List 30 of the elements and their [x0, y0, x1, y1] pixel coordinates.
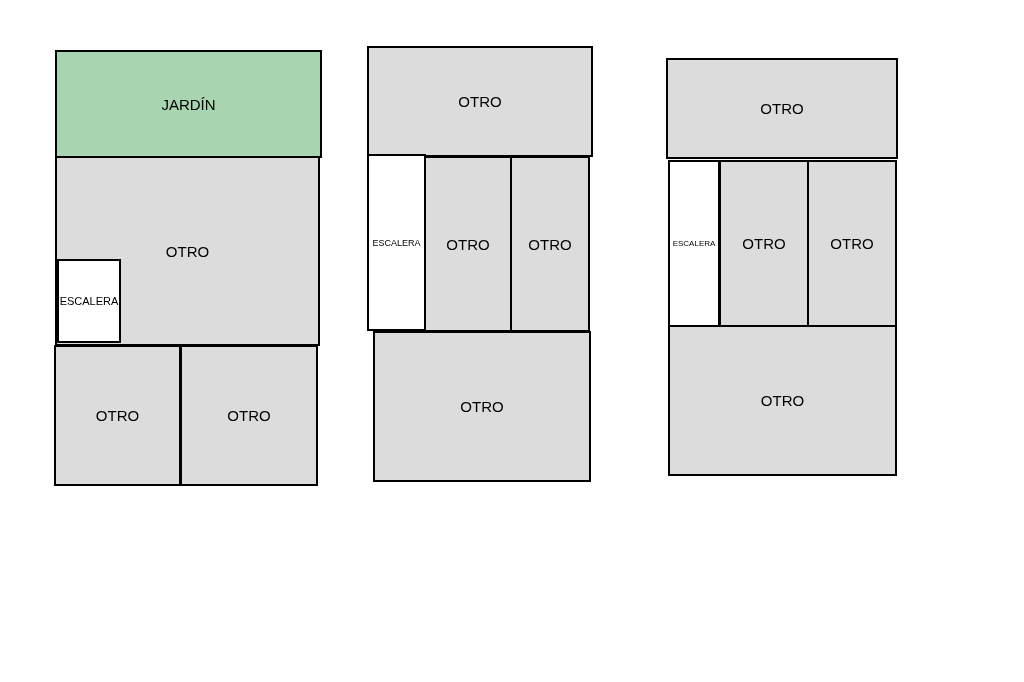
room-label: OTRO — [460, 398, 504, 415]
room-label: OTRO — [458, 93, 502, 110]
room — [668, 325, 897, 476]
room-label: OTRO — [528, 235, 572, 253]
room-label: ESCALERA — [372, 237, 421, 248]
room-label: ESCALERA — [672, 239, 716, 248]
room — [373, 331, 591, 482]
room — [55, 156, 320, 346]
room-label: OTRO — [95, 407, 140, 424]
room-label: OTRO — [165, 242, 210, 260]
room-label: OTRO — [760, 100, 804, 117]
room-label: OTRO — [227, 407, 271, 424]
stair-room — [367, 154, 426, 331]
room — [180, 345, 318, 486]
room — [367, 46, 593, 157]
room — [54, 345, 181, 486]
room — [424, 156, 512, 332]
room — [807, 160, 897, 327]
room-label: ESCALERA — [59, 295, 119, 307]
room — [510, 156, 590, 332]
room — [719, 160, 809, 327]
room — [666, 58, 898, 159]
stair-room — [57, 259, 121, 343]
room-label: OTRO — [830, 235, 874, 252]
room-label: JARDÍN — [161, 95, 216, 113]
room-label: OTRO — [742, 235, 786, 252]
garden-room — [55, 50, 322, 158]
room-label: OTRO — [760, 392, 805, 409]
room-label: OTRO — [446, 235, 490, 253]
stair-room — [668, 160, 720, 327]
